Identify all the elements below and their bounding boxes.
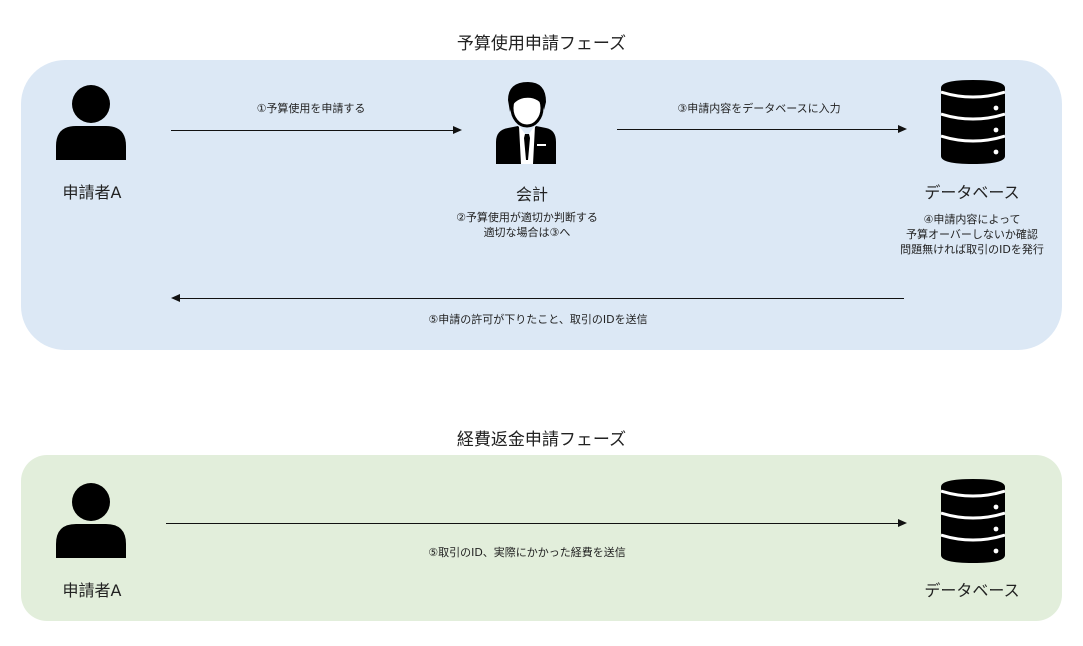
arrow5-line — [179, 298, 904, 299]
expense-arrow-head — [898, 519, 907, 527]
database-icon-2 — [941, 479, 1005, 563]
arrow1-label: ①予算使用を申請する — [256, 102, 366, 115]
arrow5-label: ⑤申請の許可が下りたこと、取引のIDを送信 — [428, 313, 648, 326]
expense-phase-box — [21, 455, 1062, 621]
database-label: データベース — [924, 183, 1020, 202]
note4-line-1: ④申請内容によって — [923, 213, 1021, 226]
note2-line-2: 適切な場合は③へ — [483, 225, 571, 239]
expense-arrow-line — [166, 523, 899, 524]
accounting-judgement-note: ②予算使用が適切か判断する 適切な場合は③へ — [456, 211, 598, 241]
applicant-label-2: 申請者A — [62, 581, 122, 600]
database-check-note: ④申請内容によって 予算オーバーしないか確認 問題無ければ取引のIDを発行 — [900, 213, 1044, 258]
database-label-2: データベース — [924, 581, 1020, 600]
arrow5-head — [171, 294, 180, 302]
arrow1-line — [171, 130, 454, 131]
note2-line-1: ②予算使用が適切か判断する — [456, 211, 598, 224]
database-icon — [941, 80, 1005, 164]
budget-phase-title: 予算使用申請フェーズ — [456, 34, 627, 54]
arrow3-head — [898, 125, 907, 133]
note4-line-2: 予算オーバーしないか確認 — [906, 227, 1038, 241]
expense-arrow-label: ⑤取引のID、実際にかかった経費を送信 — [428, 546, 626, 559]
expense-phase-title: 経費返金申請フェーズ — [456, 430, 627, 450]
applicant-person-icon — [54, 84, 128, 162]
accountant-person-icon — [494, 80, 558, 166]
accounting-label: 会計 — [515, 185, 549, 204]
applicant-label: 申請者A — [62, 183, 122, 202]
arrow3-line — [617, 129, 899, 130]
applicant-person-icon-2 — [54, 482, 128, 560]
arrow1-head — [453, 126, 462, 134]
note4-line-3: 問題無ければ取引のIDを発行 — [900, 242, 1044, 256]
arrow3-label: ③申請内容をデータベースに入力 — [677, 102, 841, 115]
